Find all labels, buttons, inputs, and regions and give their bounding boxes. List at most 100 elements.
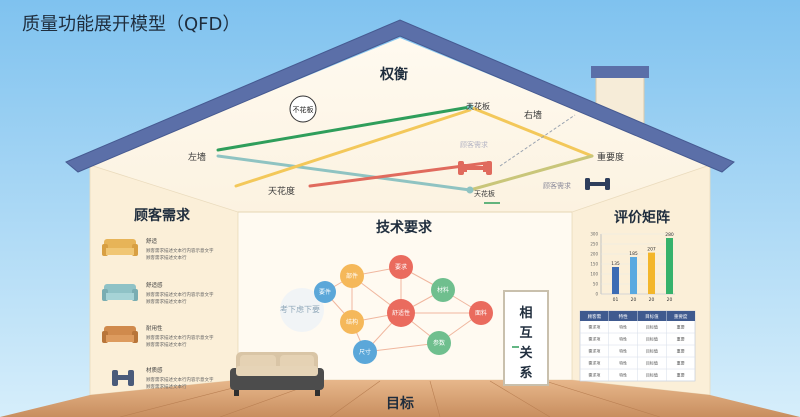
relation-char: 互: [519, 326, 532, 341]
y-tick-label: 50: [593, 282, 599, 287]
table-cell: 特性: [619, 324, 627, 330]
tech-node: 尺寸: [353, 340, 377, 364]
table-cell: 特性: [619, 336, 627, 342]
sofa-icon: [230, 352, 324, 396]
svg-text:材料: 材料: [437, 286, 449, 294]
tech-node: 参数: [427, 331, 451, 355]
table-cell: 需求项: [588, 324, 600, 330]
roof-label-youqiang: 右墙: [524, 109, 542, 121]
table-cell: 目标值: [646, 336, 658, 342]
svg-text:顾客需求描述文本行内容示意文字: 顾客需求描述文本行内容示意文字: [146, 334, 214, 341]
tradeoff-lines: [216, 104, 594, 204]
svg-text:舒适: 舒适: [146, 237, 158, 245]
table-cell: 重要: [677, 348, 685, 354]
y-tick-label: 250: [590, 242, 598, 247]
sofa-icon: [102, 284, 138, 301]
tech-node: 要件: [314, 281, 336, 303]
svg-text:顾客需求描述文本行: 顾客需求描述文本行: [146, 341, 187, 348]
table-cell: 目标值: [646, 348, 658, 354]
tech-node: 舒适性: [387, 299, 415, 327]
floor: [0, 380, 800, 417]
x-tick-label: 20: [667, 297, 673, 303]
table-cell: 特性: [619, 360, 627, 366]
table-cell: 目标值: [646, 372, 658, 378]
bar-value-label: 207: [647, 247, 656, 253]
relation-door: 相: [503, 290, 549, 386]
ghost-node-label: 考下虑下要: [280, 304, 320, 314]
table-cell: 重要: [677, 336, 685, 342]
x-tick-label: 01: [613, 297, 619, 303]
bar: [612, 267, 619, 294]
customer-need-item: 耐用性 顾客需求描述文本行内容示意文字 顾客需求描述文本行: [102, 324, 214, 348]
svg-text:要件: 要件: [319, 288, 331, 296]
bar-value-label: 280: [665, 232, 674, 238]
y-tick-label: 100: [590, 272, 598, 277]
evaluation-table: 顾客需特性目标值重要度需求项特性目标值重要需求项特性目标值重要需求项特性目标值重…: [579, 310, 696, 382]
dumbbell-icon: [112, 370, 134, 386]
svg-text:顾客需求描述文本行内容示意文字: 顾客需求描述文本行内容示意文字: [146, 376, 214, 383]
table-cell: 目标值: [646, 360, 658, 366]
sofa-icon: [102, 326, 138, 343]
svg-text:不花板: 不花板: [293, 105, 314, 114]
evaluation-matrix-title: 评价矩阵: [614, 209, 670, 226]
dumbbell-icon: [585, 178, 610, 190]
table-cell: 重要: [677, 360, 685, 366]
roof-label-tianhua-1: 天花板: [466, 101, 490, 111]
svg-text:要求: 要求: [395, 263, 407, 271]
customer-need-item: 材质感 顾客需求描述文本行内容示意文字 顾客需求描述文本行: [112, 366, 214, 390]
svg-text:舒适性: 舒适性: [392, 309, 410, 317]
svg-text:顾客需求描述文本行内容示意文字: 顾客需求描述文本行内容示意文字: [146, 247, 214, 254]
floor-title: 目标: [386, 395, 414, 412]
table-header-cell: 重要度: [674, 313, 688, 320]
roof-label-zuoqiang: 左墙: [188, 151, 206, 163]
table-cell: 重要: [677, 372, 685, 378]
bar: [666, 238, 673, 294]
svg-text:参数: 参数: [433, 339, 445, 347]
tech-node: 面料: [469, 301, 493, 325]
svg-text:顾客需求描述文本行: 顾客需求描述文本行: [146, 298, 187, 305]
svg-text:顾客需求描述文本行: 顾客需求描述文本行: [146, 254, 187, 261]
roof-circle-badge: 不花板: [289, 95, 317, 123]
tech-node: 部件: [340, 264, 364, 288]
roof: [65, 19, 735, 173]
svg-text:相: 相: [519, 305, 532, 321]
roof-label-zhongyaodu: 重要度: [597, 151, 624, 163]
y-tick-label: 200: [590, 252, 598, 257]
y-tick-label: 150: [590, 262, 598, 267]
table-header-cell: 顾客需: [588, 313, 602, 320]
table-cell: 需求项: [588, 360, 600, 366]
relation-char: 系: [519, 365, 532, 381]
roof-ghost-label-1: 顾客需求: [460, 140, 488, 149]
table-cell: 特性: [619, 348, 627, 354]
x-tick-label: 20: [631, 297, 637, 303]
page-title: 质量功能展开模型（QFD）: [22, 14, 240, 35]
tech-requirements-title: 技术要求: [376, 219, 433, 236]
svg-text:尺寸: 尺寸: [359, 348, 371, 356]
roof-label-tianhuadu: 天花度: [268, 185, 295, 197]
svg-text:部件: 部件: [346, 272, 358, 280]
y-tick-label: 300: [590, 232, 598, 237]
sofa-icon: [102, 239, 138, 256]
table-cell: 需求项: [588, 336, 600, 342]
tech-node: 结构: [340, 310, 364, 334]
table-cell: 特性: [619, 372, 627, 378]
bar-value-label: 185: [629, 251, 638, 257]
bar-value-label: 135: [611, 261, 620, 267]
svg-text:面料: 面料: [475, 309, 487, 317]
table-header-cell: 目标值: [645, 313, 659, 320]
roof-title: 权衡: [379, 66, 408, 83]
svg-text:顾客需求描述文本行: 顾客需求描述文本行: [146, 383, 187, 390]
table-cell: 需求项: [588, 372, 600, 378]
x-tick-label: 20: [649, 297, 655, 303]
table-cell: 重要: [677, 324, 685, 330]
relation-char: 关: [519, 345, 532, 361]
table-cell: 目标值: [646, 324, 658, 330]
svg-text:顾客需求描述文本行内容示意文字: 顾客需求描述文本行内容示意文字: [146, 291, 214, 298]
roof-ghost-label-2: 顾客需求: [543, 181, 571, 190]
svg-text:材质感: 材质感: [146, 366, 163, 374]
ghost-node-bubble: [280, 288, 324, 332]
table-header-cell: 特性: [619, 313, 628, 320]
tech-node: 要求: [389, 255, 413, 279]
